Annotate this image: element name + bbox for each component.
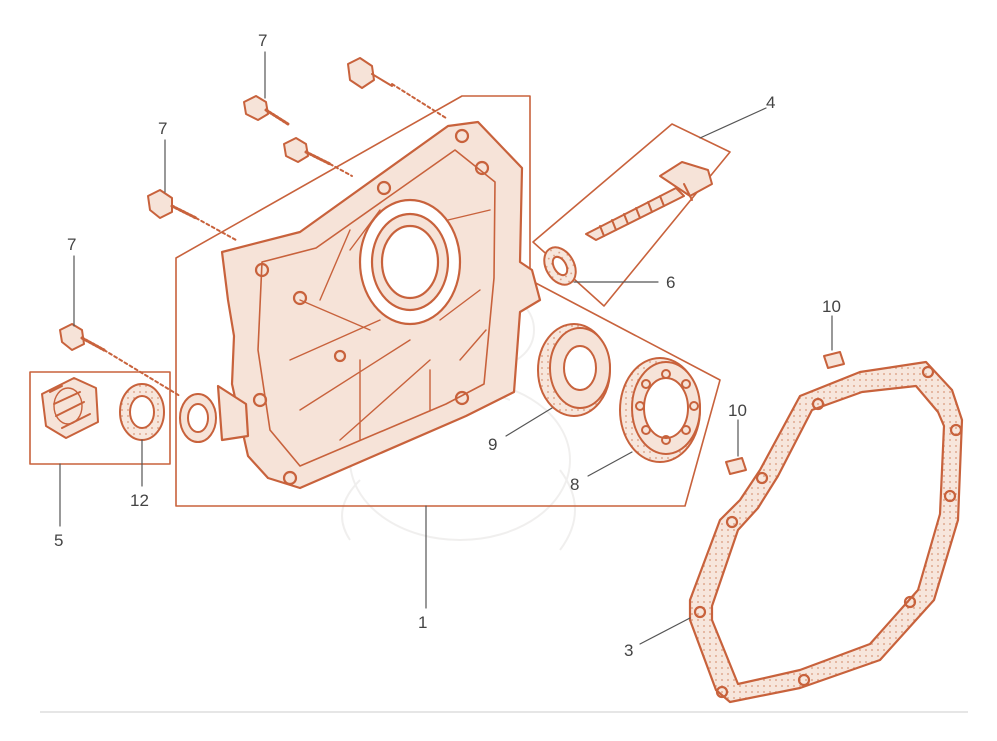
oil-dipstick bbox=[585, 161, 713, 241]
part-4-group-frame bbox=[532, 123, 731, 307]
callout-1: 1 bbox=[418, 613, 427, 632]
callout-10-upper: 10 bbox=[822, 297, 841, 316]
part-5-group-frame bbox=[29, 371, 171, 465]
oil-seal-12 bbox=[119, 383, 165, 441]
callout-12: 12 bbox=[130, 491, 149, 510]
callout-4: 4 bbox=[766, 93, 775, 112]
callout-7-top: 7 bbox=[258, 31, 267, 50]
callout-7-lower: 7 bbox=[67, 235, 76, 254]
leader-lines bbox=[59, 51, 833, 645]
flange-bolt-lower bbox=[59, 323, 181, 397]
callout-8: 8 bbox=[570, 475, 579, 494]
spout-seal bbox=[179, 393, 217, 443]
part-1-group-frame bbox=[175, 95, 721, 507]
oil-filler-plug bbox=[41, 377, 99, 439]
callout-10-lower: 10 bbox=[728, 401, 747, 420]
callout-6: 6 bbox=[666, 273, 675, 292]
dowel-pin-lower bbox=[725, 457, 747, 475]
flange-bolt-middle bbox=[147, 189, 237, 241]
callout-9: 9 bbox=[488, 435, 497, 454]
callout-7-middle: 7 bbox=[158, 119, 167, 138]
flange-bolt-top bbox=[347, 57, 447, 119]
cover-gasket bbox=[688, 360, 964, 704]
dowel-pin-upper bbox=[823, 351, 845, 369]
oil-seal-9 bbox=[537, 323, 611, 417]
dipstick-o-ring bbox=[543, 246, 577, 286]
callout-labels: 1 3 4 5 6 7 7 7 8 9 10 10 12 bbox=[54, 31, 841, 660]
crankcase-cover bbox=[216, 120, 542, 490]
ball-bearing bbox=[619, 357, 701, 463]
callout-3: 3 bbox=[624, 641, 633, 660]
flange-bolt-upper bbox=[243, 95, 353, 177]
callout-5: 5 bbox=[54, 531, 63, 550]
